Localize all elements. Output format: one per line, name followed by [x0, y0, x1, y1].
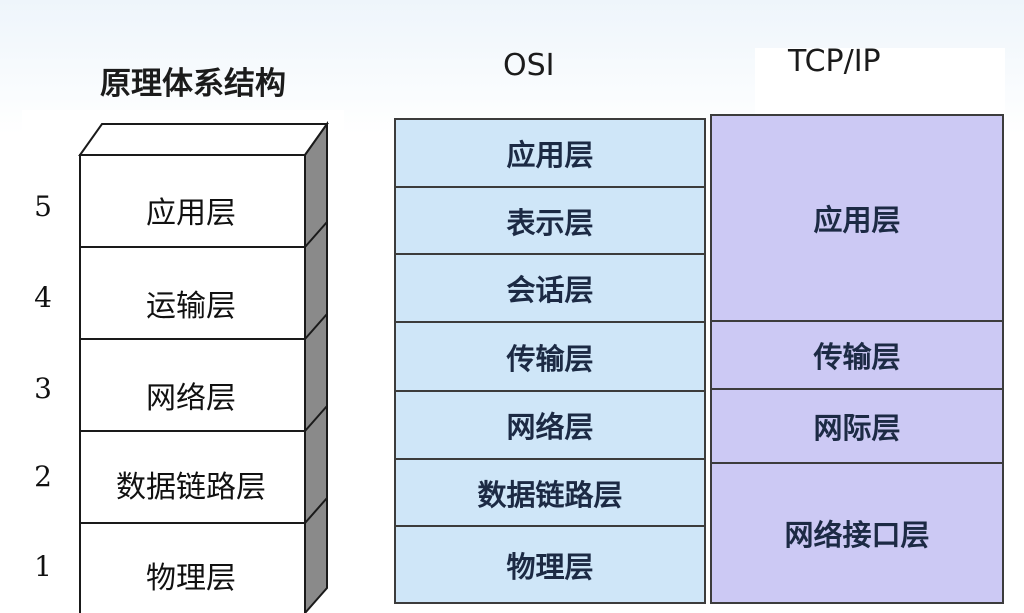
five-layer-network-label: 网络层 [146, 381, 236, 416]
five-layer-transport-label: 运输层 [146, 289, 236, 324]
stack-layer-1-box [79, 522, 306, 613]
stack-layer-2-box [79, 430, 306, 524]
stack-side-divider [304, 221, 328, 248]
stack-layer-3-box [79, 338, 306, 432]
osi-datalink-layer: 数据链路层 [394, 458, 706, 527]
five-layer-application-label: 应用层 [146, 196, 236, 231]
layer-number-2: 2 [34, 460, 52, 493]
osi-physical-layer: 物理层 [394, 525, 706, 604]
tcpip-application-layer: 应用层 [710, 114, 1004, 322]
osi-network-layer: 网络层 [394, 390, 706, 460]
osi-application-layer: 应用层 [394, 118, 706, 188]
layer-number-5: 5 [34, 190, 52, 223]
osi-title: OSI [503, 48, 555, 83]
tcpip-internet-layer: 网际层 [710, 388, 1004, 464]
tcpip-title: TCP/IP [788, 44, 881, 79]
tcpip-header-background [755, 48, 1005, 118]
five-layer-title: 原理体系结构 [100, 66, 286, 102]
layer-number-1: 1 [34, 550, 52, 583]
layer-number-3: 3 [34, 372, 52, 405]
stack-side-divider [304, 405, 328, 432]
stack-top-face [78, 123, 329, 156]
five-layer-physical-label: 物理层 [146, 561, 236, 596]
osi-presentation-layer: 表示层 [394, 186, 706, 255]
layer-number-4: 4 [34, 281, 52, 314]
osi-session-layer: 会话层 [394, 253, 706, 323]
five-layer-datalink-label: 数据链路层 [116, 470, 266, 505]
osi-transport-layer: 传输层 [394, 321, 706, 392]
tcpip-transport-layer: 传输层 [710, 320, 1004, 390]
stack-side-face [304, 120, 328, 613]
tcpip-network-interface-layer: 网络接口层 [710, 462, 1004, 604]
stack-side-divider [304, 497, 328, 524]
stack-side-divider [304, 313, 328, 340]
